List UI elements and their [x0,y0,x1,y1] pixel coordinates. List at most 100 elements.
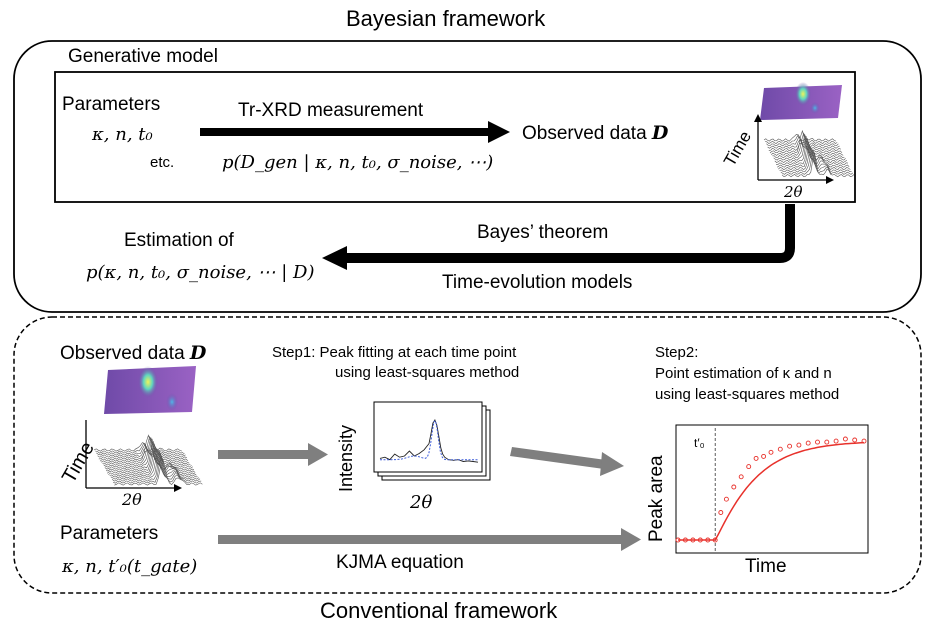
time-evolution-label: Time-evolution models [442,272,633,293]
mesh-line [113,454,202,484]
data-point [796,442,802,448]
data-point [777,446,783,452]
observed-data-symbol-top: D [651,122,669,144]
parameters-label-top: Parameters [62,94,161,115]
mesh-line [773,136,846,161]
data-point [861,438,867,444]
mesh-line [97,447,186,458]
data-point [682,537,688,543]
mesh-line [104,441,193,470]
observed-data-text-bottom: Observed data [60,343,185,364]
data-point [852,437,858,443]
mesh-line [769,129,843,154]
mesh-line [111,452,201,482]
data-point [675,537,681,543]
axis-2theta-bottom: 2θ [122,490,142,509]
conventional-framework-box [13,316,922,594]
data-point [746,464,752,470]
mesh-line [778,146,851,171]
peak-area-chart [675,424,869,554]
kjma-fit-curve [678,441,865,541]
mesh-line [108,447,197,476]
estimation-formula: p(κ, n, t₀, σ_noise, ⋯ | D) [86,262,315,283]
kinetics-series [675,428,867,552]
mesh-line [777,143,850,168]
peak-fitting-chart [373,401,491,481]
data-point [833,438,839,444]
parameters-label-bottom: Parameters [60,523,159,544]
data-point [753,455,759,461]
data-point [824,439,830,445]
generative-model-box [54,71,856,203]
mesh-line [93,442,183,452]
mesh-line [107,446,196,474]
data-point [697,537,703,543]
data-point [705,537,711,543]
gray-arrow-kjma [218,528,641,551]
data-point [815,439,820,445]
mesh-line [781,152,855,178]
mesh-line [105,443,195,472]
step2-line3: using least-squares method [655,386,840,403]
measurement-label: Tr-XRD measurement [238,100,424,121]
mesh-line [771,132,844,156]
kjma-label: KJMA equation [336,552,464,573]
mesh-line [96,444,185,456]
intensity-label: Intensity [336,424,356,492]
data-point [768,449,774,455]
data-point [723,496,729,502]
mesh-line [101,435,190,464]
spectrum-2theta-label: 2θ [410,492,433,513]
observed-data-text-top: Observed data [522,123,647,144]
mesh-line [103,438,192,468]
gray-arrow-step1 [218,443,328,466]
t0-marker-label: t′₀ [694,436,705,450]
bayes-arrow [322,204,795,270]
mesh-line [768,142,841,152]
kinetics-time-label: Time [745,556,787,577]
spectrum-series [379,419,479,463]
peak-area-label: Peak area [646,455,667,542]
mesh-line [99,434,189,462]
data-point [712,537,718,543]
mesh-line [772,133,845,159]
mesh-line [780,150,853,175]
parameters-etc: etc. [150,154,175,171]
mesh-line [774,138,847,163]
data-point [787,443,793,449]
axis-2theta-top: 2θ [784,183,803,201]
data-point [718,510,724,515]
parameters-math-bottom: κ, n, t′₀(t_gate) [62,556,198,577]
mesh-line [109,448,198,478]
spectrum-fit-line [380,419,478,461]
bayes-theorem-label: Bayes’ theorem [477,222,609,243]
data-point [842,436,848,442]
mesh-line [110,450,199,480]
observed-data-symbol-bottom: D [189,342,207,364]
waterfall-mesh-bottom [93,434,203,486]
conventional-title: Conventional framework [320,598,558,623]
observed-data-label-bottom: Observed data D [60,342,206,365]
mesh-line [775,141,849,166]
mesh-line [95,442,184,454]
step2-line1: Step2: [655,344,699,361]
mesh-line [114,457,203,486]
measurement-arrow [200,121,510,143]
estimation-label: Estimation of [124,230,234,251]
data-point [738,474,744,480]
observed-data-label-top: Observed data D [522,122,668,145]
mesh-line [102,437,191,466]
data-point [690,537,696,543]
generative-model-label: Generative model [68,46,218,67]
bayesian-framework-box [13,40,922,313]
bayesian-title: Bayesian framework [346,6,546,31]
parameters-math-top: κ, n, t₀ [92,124,153,145]
step1-line2: using least-squares method [335,364,520,381]
data-point [731,484,737,490]
gray-arrow-step2 [510,447,624,476]
observed-data-thumbnail-top [754,82,855,184]
mesh-line [779,148,852,173]
measurement-formula: p(D_gen | κ, n, t₀, σ_noise, ⋯) [222,152,494,173]
step2-line2: Point estimation of κ and n [655,365,832,382]
